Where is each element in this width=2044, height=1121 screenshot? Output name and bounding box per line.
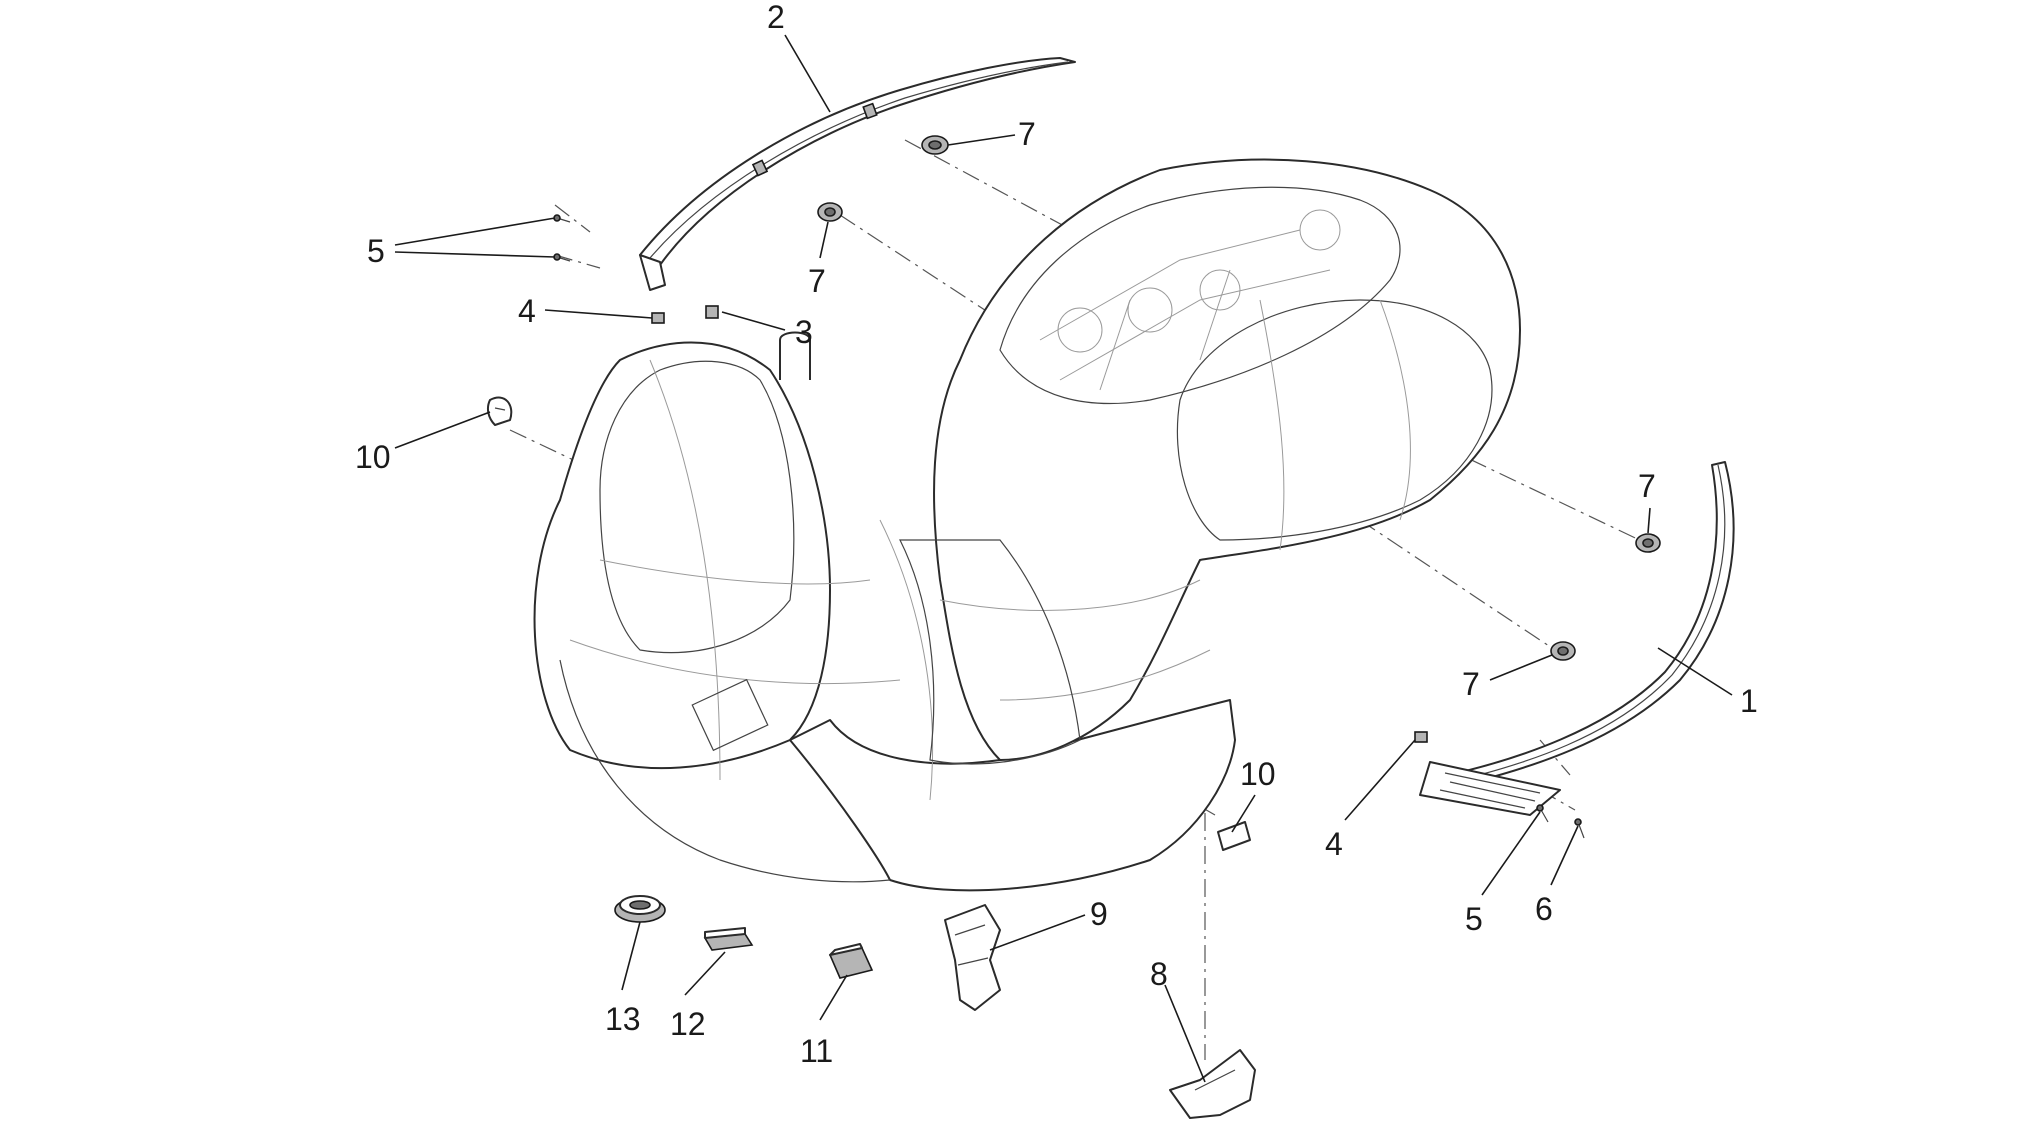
part-floor-mat bbox=[1419, 761, 1561, 816]
callout-4-upper: 4 bbox=[518, 293, 536, 329]
frame-rib bbox=[1039, 229, 1301, 341]
leader-7c bbox=[1647, 507, 1651, 534]
frame-hole bbox=[1127, 287, 1173, 333]
shield-inner-panel bbox=[599, 360, 795, 654]
leader-13 bbox=[621, 921, 641, 991]
part-grommet-7d bbox=[1550, 641, 1576, 661]
lower-skirt bbox=[559, 659, 891, 883]
surface-line bbox=[649, 359, 721, 781]
frame-rib bbox=[1199, 269, 1231, 361]
leader-4-upper bbox=[544, 309, 653, 319]
leader-7d bbox=[1489, 654, 1553, 681]
axis-line bbox=[554, 204, 591, 233]
part-grommet-7c bbox=[1635, 533, 1661, 553]
leader-8 bbox=[1164, 984, 1206, 1083]
surface-line bbox=[999, 649, 1211, 701]
front-shield bbox=[533, 341, 831, 770]
leader-6 bbox=[1550, 825, 1579, 886]
leader-9 bbox=[989, 914, 1086, 951]
part-trim-strip-lower bbox=[1434, 461, 1735, 791]
part-screw-6 bbox=[1574, 818, 1585, 839]
part-grommet-7b bbox=[817, 202, 843, 222]
frame-rib bbox=[1099, 299, 1131, 391]
leader-2 bbox=[784, 34, 831, 113]
axis-line bbox=[554, 254, 601, 269]
axis-line bbox=[839, 214, 1001, 321]
steering-column bbox=[779, 331, 811, 380]
callout-10-left: 10 bbox=[355, 439, 391, 475]
rear-body bbox=[933, 158, 1521, 761]
part-bracket-9 bbox=[944, 904, 1001, 1011]
leader-5-upper-b bbox=[394, 251, 556, 258]
callout-5-lower: 5 bbox=[1465, 901, 1483, 937]
callout-labels: 1 2 3 4 4 5 5 6 7 7 7 7 8 9 10 10 11 12 … bbox=[355, 0, 1758, 1069]
surface-line bbox=[879, 519, 934, 801]
leader-lines bbox=[394, 34, 1733, 1083]
side-panel bbox=[1176, 299, 1493, 541]
part-cover-8 bbox=[1169, 1049, 1256, 1119]
callout-9: 9 bbox=[1090, 896, 1108, 932]
frame-hole bbox=[1299, 209, 1341, 251]
part-clip-3 bbox=[705, 305, 719, 319]
callout-6: 6 bbox=[1535, 891, 1553, 927]
surface-line bbox=[1259, 299, 1285, 551]
leader-1 bbox=[1657, 647, 1733, 696]
seat-opening bbox=[999, 186, 1401, 405]
surface-line bbox=[569, 639, 901, 685]
part-trim-strip-upper bbox=[639, 57, 1076, 291]
part-clip-4-upper bbox=[651, 312, 665, 324]
part-plug-11 bbox=[828, 943, 874, 979]
frame-hole bbox=[1199, 269, 1241, 311]
callout-7b: 7 bbox=[808, 263, 826, 299]
callout-13: 13 bbox=[605, 1001, 641, 1037]
scooter-body bbox=[533, 158, 1521, 892]
callout-2: 2 bbox=[767, 0, 785, 35]
part-pad-12 bbox=[703, 927, 754, 951]
axis-line bbox=[1439, 444, 1651, 546]
callout-10-right: 10 bbox=[1240, 756, 1276, 792]
part-cap-10-right bbox=[1217, 821, 1251, 851]
leader-7b bbox=[819, 221, 829, 259]
leader-5-lower bbox=[1481, 811, 1541, 896]
surface-line bbox=[939, 579, 1201, 611]
shield-cutout bbox=[691, 678, 769, 752]
callout-12: 12 bbox=[670, 1006, 706, 1042]
part-screw-5-lower bbox=[1536, 804, 1549, 823]
part-grommet-7a bbox=[921, 135, 949, 155]
leader-10-left bbox=[394, 411, 491, 449]
floorboard bbox=[789, 699, 1236, 892]
leader-12 bbox=[684, 951, 726, 996]
part-clip-4-lower bbox=[1414, 731, 1428, 743]
callout-7d: 7 bbox=[1462, 666, 1480, 702]
callout-7a: 7 bbox=[1018, 116, 1036, 152]
leader-7a bbox=[947, 134, 1016, 146]
leader-4-lower bbox=[1344, 739, 1416, 821]
leader-3 bbox=[721, 311, 786, 331]
surface-line bbox=[599, 559, 871, 585]
surface-line bbox=[1379, 299, 1411, 521]
callout-7c: 7 bbox=[1638, 468, 1656, 504]
callout-3: 3 bbox=[795, 314, 813, 350]
callout-5-upper: 5 bbox=[367, 233, 385, 269]
axis-line bbox=[1359, 519, 1556, 651]
frame-hole bbox=[1057, 307, 1103, 353]
leader-11 bbox=[819, 974, 848, 1021]
axis-line bbox=[904, 139, 1091, 241]
part-grommet-13 bbox=[614, 895, 666, 923]
leader-5-upper-a bbox=[394, 217, 556, 246]
leader-10-right bbox=[1231, 794, 1256, 833]
frame-rib bbox=[1059, 269, 1331, 381]
tunnel-detail bbox=[899, 539, 1081, 765]
callout-1: 1 bbox=[1740, 683, 1758, 719]
part-screws-5-upper bbox=[553, 214, 571, 262]
callout-4-lower: 4 bbox=[1325, 826, 1343, 862]
callout-11: 11 bbox=[800, 1033, 833, 1069]
callout-8: 8 bbox=[1150, 956, 1168, 992]
part-cap-10-left bbox=[486, 396, 513, 426]
